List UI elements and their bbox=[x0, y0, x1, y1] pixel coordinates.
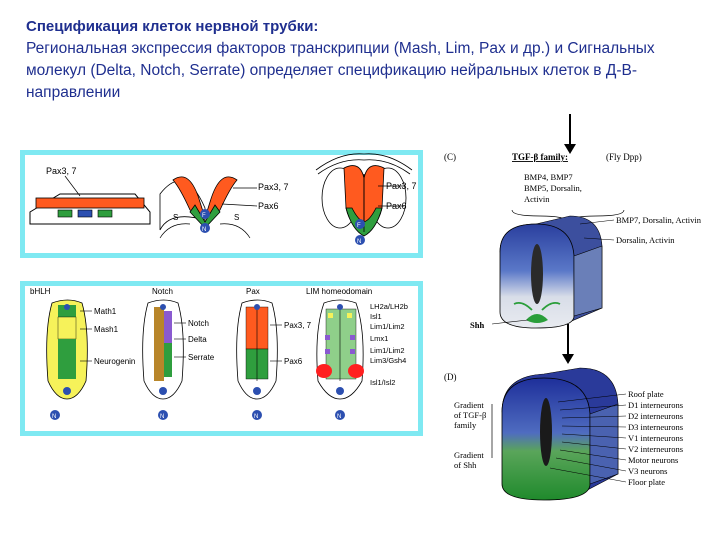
fig-d-grad-shh-2: of Shh bbox=[454, 460, 477, 470]
fig-c-label1: BMP7, Dorsalin, Activin bbox=[616, 215, 702, 225]
label-pax37-a: Pax3, 7 bbox=[46, 166, 77, 176]
fig-d-layer-0: Roof plate bbox=[628, 389, 664, 399]
tube-bhlh: Math1 Mash1 Neurogenin bbox=[46, 299, 135, 400]
figure-c: (C) TGF-β family: (Fly Dpp) BMP4, BMP7 B… bbox=[444, 152, 702, 330]
fig-d-grad-tgf-2: of TGF-β bbox=[454, 410, 486, 420]
header-notch: Notch bbox=[152, 287, 173, 296]
label-lh2: LH2a/LH2b bbox=[370, 302, 408, 311]
marker-f1: F bbox=[202, 213, 206, 219]
slide-title: Спецификация клеток нервной трубки: bbox=[26, 18, 319, 35]
marker-n-d: N bbox=[337, 414, 341, 420]
label-pax37: Pax3, 7 bbox=[284, 321, 312, 330]
label-pax37-c: Pax3, 7 bbox=[386, 181, 417, 191]
header-lim: LIM homeodomain bbox=[306, 287, 372, 296]
fig-d-layer-8: Floor plate bbox=[628, 477, 665, 487]
fig-d-grad-tgf-1: Gradient bbox=[454, 400, 484, 410]
fig-c-member-3: Activin bbox=[524, 194, 550, 204]
header-pax: Pax bbox=[246, 287, 260, 296]
tube-pax: Pax3, 7 Pax6 bbox=[236, 299, 312, 400]
blue-block bbox=[77, 209, 93, 218]
marker-n2: N bbox=[357, 239, 361, 245]
fig-d-layer-7: V3 neurons bbox=[628, 466, 667, 476]
fig-d-grad-tgf-3: family bbox=[454, 420, 477, 430]
panel-bottom: bHLH Notch Pax LIM homeodomain Math1 Mas… bbox=[20, 281, 423, 436]
fig-d-layer-2: D2 interneurons bbox=[628, 411, 683, 421]
marker-n1: N bbox=[202, 227, 206, 233]
green-block bbox=[57, 209, 73, 218]
label-isl1: Isl1 bbox=[370, 312, 382, 321]
fig-c-family: TGF-β family: bbox=[512, 152, 568, 162]
marker-f2: F bbox=[357, 223, 361, 229]
fig-c-member-2: BMP5, Dorsalin, bbox=[524, 183, 582, 193]
marker-n-a: N bbox=[52, 414, 56, 420]
fig-d-letter: (D) bbox=[444, 372, 457, 382]
stage-tube: F N Pax3, 7 Pax6 bbox=[315, 153, 417, 245]
slide-body: Региональная экспрессия факторов транскр… bbox=[26, 40, 655, 101]
label-serrate: Serrate bbox=[188, 353, 215, 362]
label-lmx1: Lmx1 bbox=[370, 334, 388, 343]
fig-c-fly: (Fly Dpp) bbox=[606, 152, 642, 162]
label-delta: Delta bbox=[188, 335, 207, 344]
tube-lim: LH2a/LH2b Isl1 Lim1/Lim2 Lmx1 Lim1/Lim2 … bbox=[316, 299, 408, 400]
fig-d-layer-6: Motor neurons bbox=[628, 455, 678, 465]
gene-expression-diagram: bHLH Notch Pax LIM homeodomain Math1 Mas… bbox=[30, 287, 408, 420]
fig-d-layer-1: D1 interneurons bbox=[628, 400, 683, 410]
fig-c-shh: Shh bbox=[470, 320, 484, 330]
figure-cd: (C) TGF-β family: (Fly Dpp) BMP4, BMP7 B… bbox=[444, 114, 702, 501]
label-pax6: Pax6 bbox=[284, 357, 303, 366]
figure-d: (D) Gradient of TGF-β family Gradient of… bbox=[444, 367, 683, 501]
label-math1: Math1 bbox=[94, 307, 117, 316]
label-s1: S bbox=[173, 213, 178, 222]
fig-c-letter: (C) bbox=[444, 152, 456, 162]
fig-d-layer-5: V2 interneurons bbox=[628, 444, 683, 454]
slide-text: Спецификация клеток нервной трубки: Реги… bbox=[26, 16, 706, 104]
header-bhlh: bHLH bbox=[30, 287, 51, 296]
label-notch: Notch bbox=[188, 319, 209, 328]
marker-row: N N N N bbox=[50, 410, 345, 420]
fig-d-layer-lines bbox=[549, 393, 627, 483]
fig-d-layer-3: D3 interneurons bbox=[628, 422, 683, 432]
label-isl12: Isl1/Isl2 bbox=[370, 378, 395, 387]
marker-n-c: N bbox=[254, 414, 258, 420]
label-pax6-b: Pax6 bbox=[386, 201, 407, 211]
neural-plate-diagram: Pax3, 7 F N S S Pax3, 7 Pax6 bbox=[29, 153, 417, 245]
label-mash1: Mash1 bbox=[94, 325, 119, 334]
panel-top: Pax3, 7 F N S S Pax3, 7 Pax6 bbox=[20, 150, 423, 258]
label-lim3: Lim3/Gsh4 bbox=[370, 356, 406, 365]
label-lim12-a: Lim1/Lim2 bbox=[370, 322, 405, 331]
marker-n-b: N bbox=[160, 414, 164, 420]
label-pax6-a: Pax6 bbox=[258, 201, 279, 211]
tube-notch: Notch Delta Serrate bbox=[142, 299, 215, 400]
label-pax37-b: Pax3, 7 bbox=[258, 182, 289, 192]
fig-c-label2: Dorsalin, Activin bbox=[616, 235, 675, 245]
fig-c-member-1: BMP4, BMP7 bbox=[524, 172, 573, 182]
fig-d-layer-4: V1 interneurons bbox=[628, 433, 683, 443]
label-lim12-b: Lim1/Lim2 bbox=[370, 346, 405, 355]
label-neurogenin: Neurogenin bbox=[94, 357, 135, 366]
fig-d-grad-shh-1: Gradient bbox=[454, 450, 484, 460]
stage-plate: Pax3, 7 bbox=[29, 166, 151, 225]
stage-groove: F N S S Pax3, 7 Pax6 bbox=[159, 176, 289, 239]
label-s2: S bbox=[234, 213, 239, 222]
